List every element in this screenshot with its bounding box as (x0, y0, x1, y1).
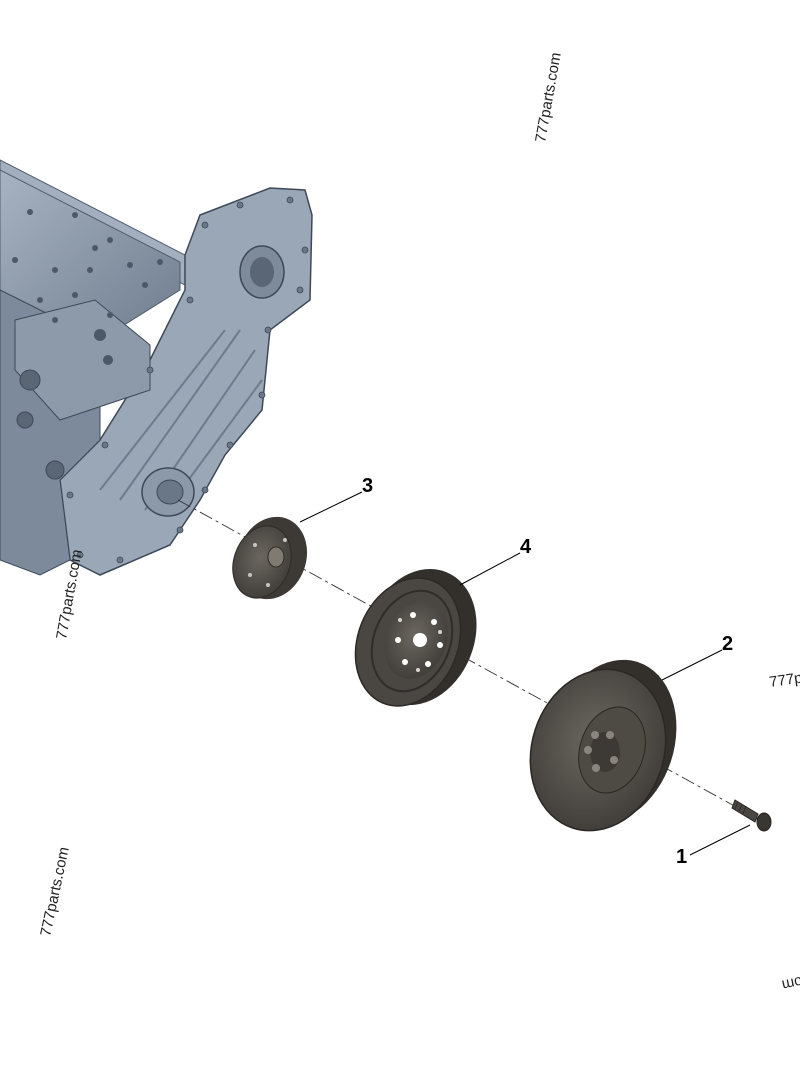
part-1-bolt (731, 799, 772, 832)
callout-1: 1 (676, 846, 687, 868)
part-4-pulley (354, 569, 477, 707)
callout-4: 4 (520, 536, 532, 558)
watermark-top: 777parts.com (532, 51, 565, 143)
callout-3: 3 (362, 475, 373, 497)
part-3-hub (232, 516, 308, 600)
watermark-right-mid: 777parts.com (768, 661, 800, 690)
engine-block (0, 159, 313, 576)
callout-2: 2 (722, 633, 733, 655)
leader-lines (299, 491, 751, 856)
watermark-bottom-left: 777parts.com (37, 845, 73, 937)
part-2-damper (529, 659, 677, 832)
watermark-right-bottom: 777parts.com (780, 958, 800, 994)
